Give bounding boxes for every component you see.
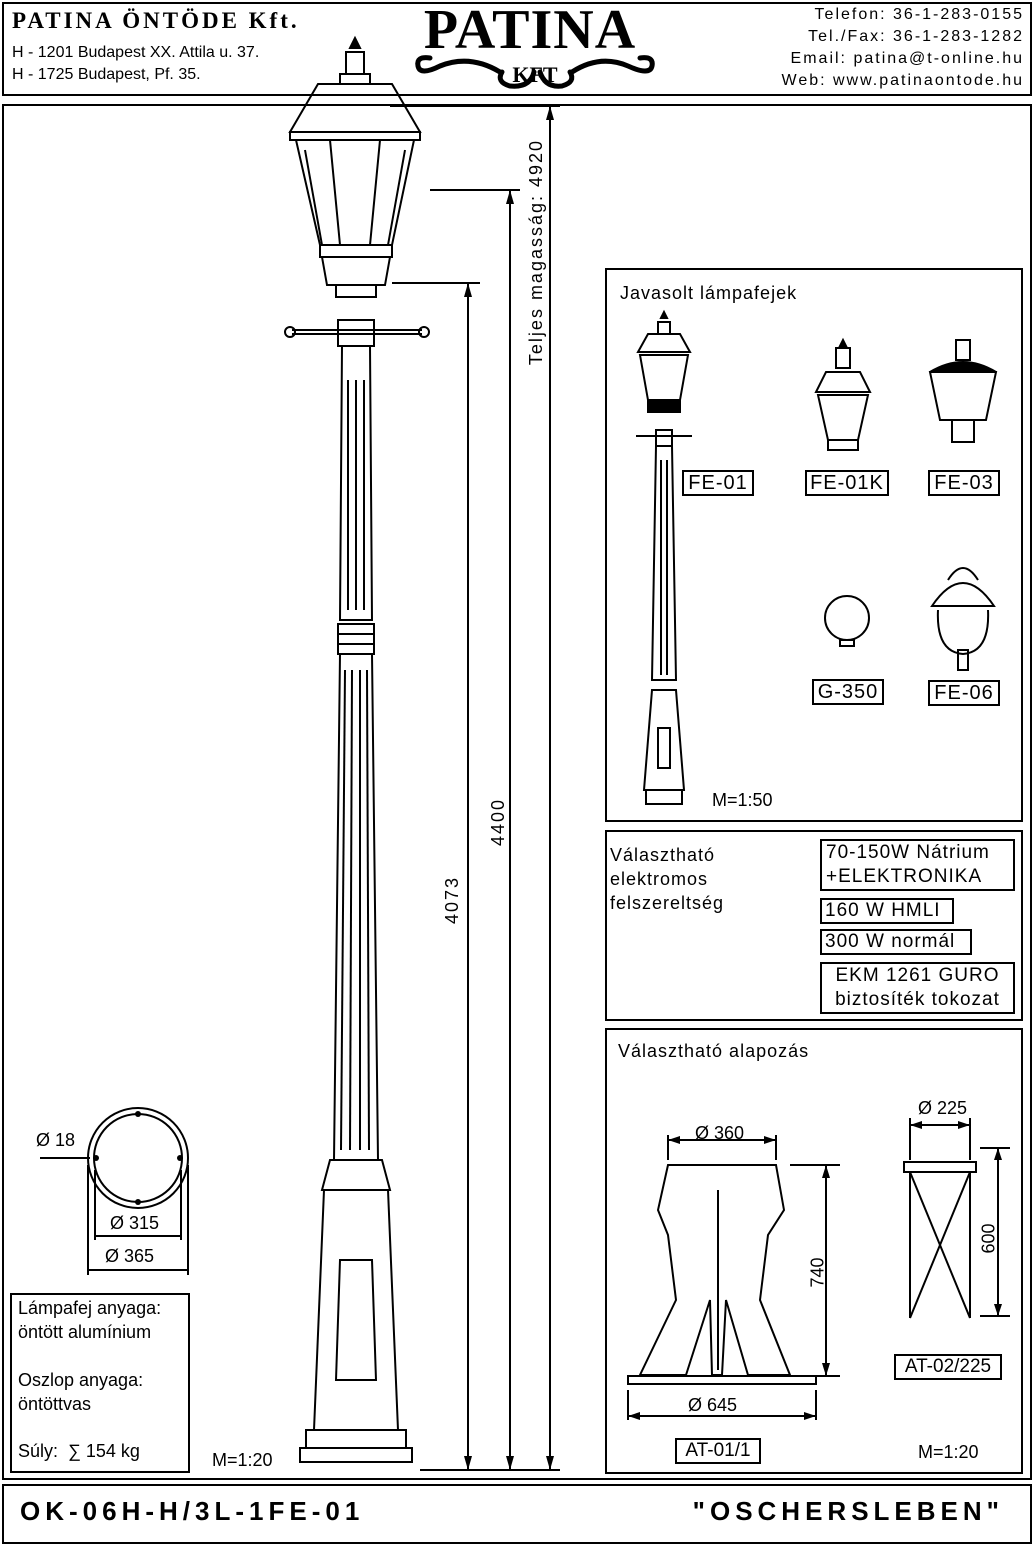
logo-main: PATINA [423,0,637,61]
total-height-value: 4920 [526,138,546,187]
foundation-title: Választható alapozás [618,1041,810,1061]
electrical-title-2: elektromos [610,869,709,889]
email-text: Email: patina@t-online.hu [790,50,1024,67]
lamp-heads-box [605,268,1023,822]
foundation-scale: M=1:20 [918,1442,979,1462]
lamp-heads-scale: M=1:50 [712,790,773,810]
product-code: OK-06H-H/3L-1FE-01 [20,1496,365,1526]
logo-sub: KFT [512,62,558,87]
foundation-d360: Ø 360 [695,1123,745,1143]
option-hmli: 160 W HMLI [820,898,954,924]
scale-main: M=1:20 [212,1450,273,1470]
section-d365: Ø 365 [105,1246,155,1266]
address-line-2: H - 1725 Budapest, Pf. 35. [12,66,201,83]
total-height-label: Teljes magasság: 4920 [526,138,546,366]
lamp-head-fe06: FE-06 [928,680,1000,706]
lamp-head-fe01: FE-01 [682,470,754,496]
head-material-label: Lámpafej anyaga: [18,1298,162,1318]
materials-box [10,1293,190,1473]
electrical-title-3: felszereltség [610,893,725,913]
electrical-box [605,830,1023,1021]
lamp-head-fe03: FE-03 [928,470,1000,496]
foundation-d225: Ø 225 [918,1098,968,1118]
lamp-head-g350: G-350 [812,679,884,705]
option-natrium: 70-150W Nátrium +ELEKTRONIKA [820,839,1015,891]
product-name: "OSCHERSLEBEN" [692,1496,1004,1526]
foundation-h740: 740 [807,1257,828,1288]
lamp-heads-title: Javasolt lámpafejek [620,283,798,303]
foundation-d645: Ø 645 [688,1395,738,1415]
pole-material-label: Oszlop anyaga: [18,1370,144,1390]
foundation-label-at02: AT-02/225 [894,1354,1002,1380]
address-line-1: H - 1201 Budapest XX. Attila u. 37. [12,44,260,61]
dim-4073: 4073 [442,875,462,925]
option-normal: 300 W normál [820,929,972,955]
dim-4400: 4400 [488,797,508,847]
section-d18: Ø 18 [36,1130,76,1150]
foundation-label-at01: AT-01/1 [675,1438,761,1464]
footer-frame [2,1484,1032,1544]
fax-text: Tel./Fax: 36-1-283-1282 [808,28,1024,45]
foundation-h600: 600 [978,1223,999,1254]
phone-text: Telefon: 36-1-283-0155 [814,6,1024,23]
web-text: Web: www.patinaontode.hu [781,72,1024,89]
company-name: PATINA ÖNTÖDE Kft. [12,8,300,33]
head-material-value: öntött alumínium [18,1322,152,1342]
pole-material-value: öntöttvas [18,1394,92,1414]
header-frame [2,2,1032,96]
foundation-box [605,1028,1023,1474]
weight-text: Súly: ∑ 154 kg [18,1441,140,1461]
option-ekm: EKM 1261 GURO biztosíték tokozat [820,962,1015,1014]
electrical-title-1: Választható [610,845,716,865]
section-d315: Ø 315 [110,1213,160,1233]
lamp-head-fe01k: FE-01K [805,470,889,496]
